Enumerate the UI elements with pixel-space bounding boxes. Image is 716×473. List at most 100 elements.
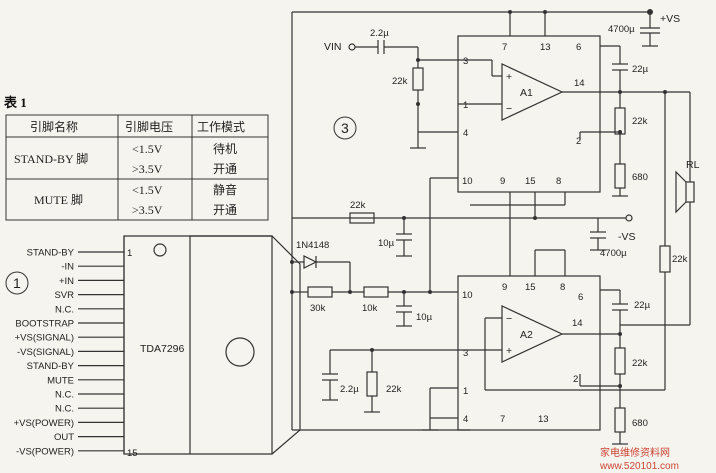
ic-last-pin-number: 15 [127, 448, 138, 459]
svg-text:+: + [506, 345, 512, 357]
a2-pin7: 7 [500, 414, 505, 425]
svg-text:−: − [506, 313, 512, 325]
a1-pin15: 15 [525, 176, 536, 187]
table-header-mode: 工作模式 [197, 120, 245, 134]
table-header-pin-voltage: 引脚电压 [125, 119, 173, 134]
table-row-name: STAND-BY 脚 [14, 151, 88, 166]
ic-pin1-marker [153, 243, 167, 257]
table-row-mode: 静音 [213, 182, 237, 197]
c-vs1-label: 4700µ [608, 24, 635, 35]
ic-pin-label: +IN [59, 276, 74, 287]
a1-chip-box [457, 35, 601, 193]
ic-pin-label: OUT [54, 432, 74, 443]
a2-pin9: 9 [502, 282, 507, 293]
r-top-label: 22k [350, 200, 366, 211]
table-row-voltage: >3.5V [132, 203, 163, 217]
r-fb2a-label: 22k [632, 358, 648, 369]
ic-pin-label: N.C. [55, 390, 74, 401]
ic-package: 1 TDA7296 1 15 STAND-BY -IN +IN SVR N.C. BOOT… [5, 235, 301, 459]
ic-pin-label: -VS(POWER) [16, 446, 74, 457]
a1-pin8: 8 [556, 176, 561, 187]
a2-pin2: 2 [573, 374, 578, 385]
r-out-label: 22k [672, 254, 688, 265]
a2-pin1: 1 [463, 386, 468, 397]
ic-name: TDA7296 [140, 343, 185, 355]
rl-label: RL [686, 159, 700, 171]
ic-pin-labels: STAND-BY -IN +IN SVR N.C. BOOTSTRAP +VS(SIGNAL… [14, 248, 75, 458]
a1-pin6: 6 [576, 42, 581, 53]
ic-pin-label: STAND-BY [27, 361, 75, 372]
c-top-label: 10µ [378, 238, 395, 249]
a1-pin7: 7 [502, 42, 507, 53]
a2-pin15: 15 [525, 282, 536, 293]
c-vs2-label: 4700µ [600, 248, 627, 259]
diode-icon [303, 255, 318, 269]
ic-pin-label: STAND-BY [27, 248, 75, 259]
a1-pin3: 3 [463, 56, 468, 67]
table-row-mode: 开通 [213, 203, 237, 217]
c-boot2-label: 22µ [634, 300, 651, 311]
circle-label-3 [333, 116, 357, 140]
circuit: 3 +VS 4700µ 7 13 6 3 14 1 4 2 10 9 15 8 … [290, 9, 700, 445]
r-30k-label: 30k [310, 303, 326, 314]
svg-text:+: + [506, 71, 512, 83]
a2-pin8: 8 [560, 282, 565, 293]
c-in1-label: 2.2µ [370, 28, 389, 39]
c-boot1-label: 22µ [632, 64, 649, 75]
a2-pin6: 6 [578, 292, 583, 303]
r-fb1b-label: 680 [632, 172, 648, 183]
a1-pin9: 9 [500, 176, 505, 187]
ic-pin-label: MUTE [47, 375, 74, 386]
amp-a1-triangle [501, 63, 564, 121]
circle-label-1-text: 1 [13, 275, 21, 291]
table-header-pin-name: 引脚名称 [30, 119, 78, 134]
ic-pin-label: -IN [61, 262, 74, 273]
a2-chip-box [457, 275, 601, 431]
r-10k-label: 10k [362, 303, 378, 314]
vin-label: VIN [324, 41, 342, 53]
speaker-icon [685, 181, 695, 203]
r-in1-label: 22k [392, 76, 408, 87]
ic-pin-label: N.C. [55, 304, 74, 315]
table-row-voltage: <1.5V [132, 142, 163, 156]
ic-mounting-hole [225, 337, 255, 367]
table-row-voltage: <1.5V [132, 183, 163, 197]
a2-pin4: 4 [463, 414, 468, 425]
amp-a1-label: A1 [520, 87, 533, 99]
a1-pin4: 4 [463, 128, 468, 139]
ic-pin-label: +VS(SIGNAL) [15, 333, 74, 344]
a1-pin1: 1 [463, 100, 468, 111]
watermark-cn: 家电维修资料网 [600, 446, 670, 459]
svg-text:−: − [506, 103, 512, 115]
ic-pin-label: -VS(SIGNAL) [17, 347, 74, 358]
pin-table: 表 1 引脚名称 引脚电压 工作模式 STAND-BY 脚 <1.5V 待机 >… [3, 95, 269, 221]
circle-label-3-text: 3 [341, 120, 349, 136]
a1-pin14: 14 [574, 78, 585, 89]
table-frame [5, 114, 269, 221]
watermark: 家电维修资料网 www.520101.com [599, 446, 679, 472]
c-in2-label: 2.2µ [340, 384, 359, 395]
amp-a2-label: A2 [520, 329, 533, 341]
table-row-mode: 待机 [213, 142, 237, 156]
a2-pin13: 13 [538, 414, 549, 425]
r-fb2b-label: 680 [632, 418, 648, 429]
a2-pin10: 10 [462, 290, 473, 301]
ic-pin-label: SVR [54, 290, 74, 301]
ic-first-pin-number: 1 [127, 248, 132, 259]
ic-pin-label: +VS(POWER) [14, 418, 74, 429]
minus-vs-label: -VS [618, 231, 636, 243]
a1-pin10: 10 [462, 176, 473, 187]
ic-pin-label: BOOTSTRAP [15, 319, 74, 330]
c-mid-label: 10µ [416, 312, 433, 323]
r-fb1a-label: 22k [632, 116, 648, 127]
ic-pin-lines [78, 251, 124, 452]
table-row-voltage: >3.5V [132, 162, 163, 176]
watermark-url: www.520101.com [599, 461, 679, 472]
a2-pin3: 3 [463, 348, 468, 359]
table-title: 表 1 [3, 95, 27, 110]
table-row-name: MUTE 脚 [34, 192, 83, 207]
a1-pin2: 2 [576, 136, 581, 147]
r-in2-label: 22k [386, 384, 402, 395]
